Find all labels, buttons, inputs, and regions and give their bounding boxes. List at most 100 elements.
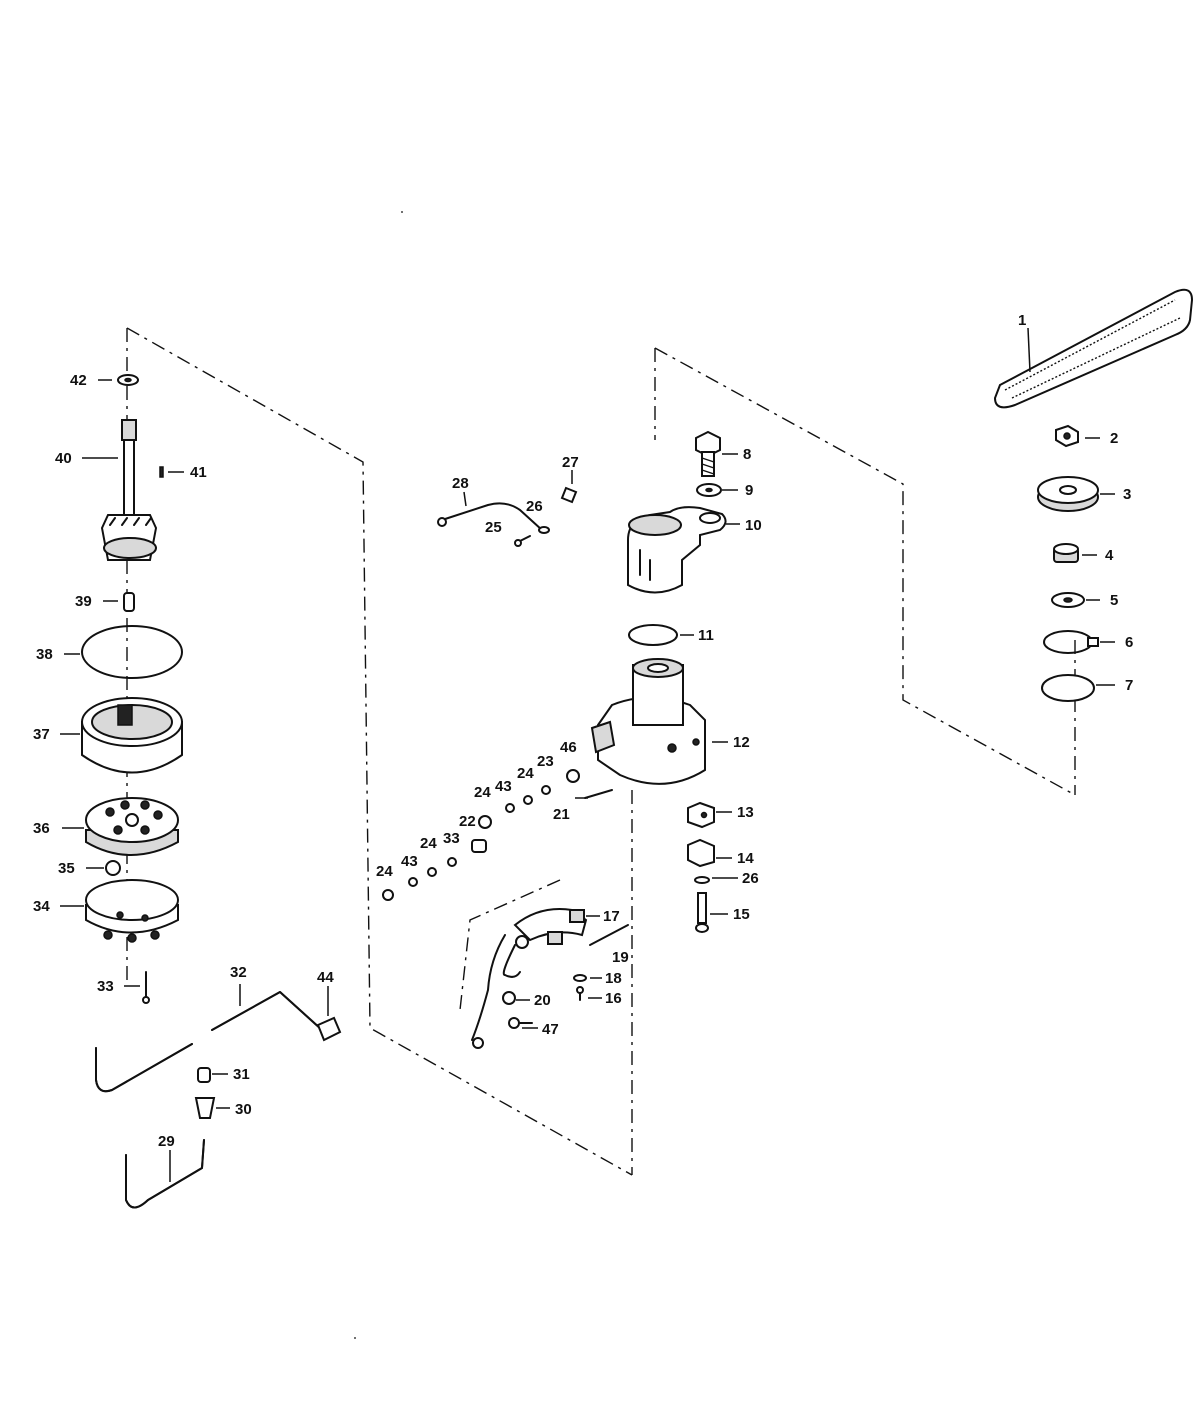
callout-47: 47 — [542, 1021, 559, 1038]
pulley-nut — [1055, 424, 1079, 448]
washer-18 — [573, 974, 587, 982]
callout-30: 30 — [235, 1101, 252, 1118]
callout-8: 8 — [743, 446, 751, 463]
callout-36: 36 — [33, 820, 50, 837]
callout-16: 16 — [605, 990, 622, 1007]
assembly-outline-wiring — [459, 879, 561, 1011]
callout-31: 31 — [233, 1066, 250, 1083]
clamp-31 — [197, 1067, 211, 1083]
callout-24-c: 24 — [420, 835, 437, 852]
callout-20: 20 — [534, 992, 551, 1009]
callout-35: 35 — [58, 860, 75, 877]
callout-6: 6 — [1125, 634, 1133, 651]
callout-21: 21 — [553, 806, 570, 823]
seal-ring — [1041, 674, 1095, 702]
ring-38 — [81, 625, 183, 679]
callout-24-b: 24 — [474, 784, 491, 801]
callout-24-d: 24 — [376, 863, 393, 880]
callout-10: 10 — [745, 517, 762, 534]
screw-15 — [695, 892, 709, 933]
callout-46: 46 — [560, 739, 577, 756]
square-block-13 — [687, 801, 715, 829]
clip-14 — [687, 838, 715, 868]
plug-30 — [194, 1097, 216, 1119]
screw-19 — [589, 924, 629, 946]
timing-belt — [993, 288, 1194, 409]
hardware-row — [382, 769, 580, 901]
callout-38: 38 — [36, 646, 53, 663]
scan-speck — [401, 211, 403, 213]
callout-29: 29 — [158, 1133, 175, 1150]
stator-36 — [85, 797, 179, 856]
small-washer-26b — [694, 876, 710, 884]
screw-16 — [576, 986, 584, 1001]
trigger-plate — [513, 908, 588, 949]
assembly-outline-center — [631, 347, 1076, 1175]
scan-speck — [354, 1337, 356, 1339]
leader-lines — [60, 327, 1115, 1182]
callout-39: 39 — [75, 593, 92, 610]
callout-3: 3 — [1123, 486, 1131, 503]
callout-41: 41 — [190, 464, 207, 481]
callout-19: 19 — [612, 949, 629, 966]
spark-plug-terminal-27 — [560, 486, 578, 504]
callout-43-a: 43 — [495, 778, 512, 795]
callout-42: 42 — [70, 372, 87, 389]
base-34 — [85, 879, 179, 943]
callout-26-a: 26 — [526, 498, 543, 515]
bolt-washer — [696, 483, 722, 497]
callout-33-a: 33 — [97, 978, 114, 995]
callout-5: 5 — [1110, 592, 1118, 609]
callout-13: 13 — [737, 804, 754, 821]
callout-40: 40 — [55, 450, 72, 467]
callout-32: 32 — [230, 964, 247, 981]
hose-end-44 — [316, 1016, 342, 1042]
callout-43-b: 43 — [401, 853, 418, 870]
nut-35 — [105, 860, 121, 876]
pin-39 — [123, 592, 135, 612]
screw-47 — [508, 1017, 533, 1029]
callout-33-b: 33 — [443, 830, 460, 847]
callout-7: 7 — [1125, 677, 1133, 694]
callout-23: 23 — [537, 753, 554, 770]
nut-20 — [502, 991, 516, 1005]
key-41 — [159, 466, 164, 478]
pulley-spacer — [1053, 543, 1079, 563]
retaining-ring — [1043, 630, 1099, 654]
screw-33a — [142, 971, 150, 1004]
o-ring — [628, 624, 678, 646]
callout-4: 4 — [1105, 547, 1114, 564]
callout-9: 9 — [745, 482, 753, 499]
assembly-outline-left — [126, 327, 633, 1176]
washer-26a — [538, 526, 550, 534]
callout-44: 44 — [317, 969, 334, 986]
callout-11: 11 — [698, 627, 714, 644]
wire-harness — [471, 934, 521, 1049]
wire-28 — [437, 502, 543, 531]
bracket-housing — [627, 506, 727, 594]
callout-34: 34 — [33, 898, 50, 915]
flywheel-cup-37 — [81, 697, 183, 774]
callout-22: 22 — [459, 813, 476, 830]
callout-26-b: 26 — [742, 870, 759, 887]
pulley — [1037, 476, 1099, 512]
callout-25: 25 — [485, 519, 502, 536]
callout-12: 12 — [733, 734, 750, 751]
callout-2: 2 — [1110, 430, 1118, 447]
hose-32 — [95, 991, 323, 1093]
bolt — [695, 430, 721, 477]
callout-27: 27 — [562, 454, 579, 471]
shaft-40 — [100, 419, 158, 561]
callout-37: 37 — [33, 726, 50, 743]
callout-18: 18 — [605, 970, 622, 987]
washer-42 — [117, 374, 139, 386]
callout-1: 1 — [1018, 312, 1026, 329]
callout-15: 15 — [733, 906, 750, 923]
hose-29 — [125, 1139, 205, 1209]
callout-17: 17 — [603, 908, 620, 925]
callout-28: 28 — [452, 475, 469, 492]
callout-14: 14 — [737, 850, 754, 867]
screw-25 — [514, 535, 531, 547]
screw-21 — [584, 789, 613, 799]
